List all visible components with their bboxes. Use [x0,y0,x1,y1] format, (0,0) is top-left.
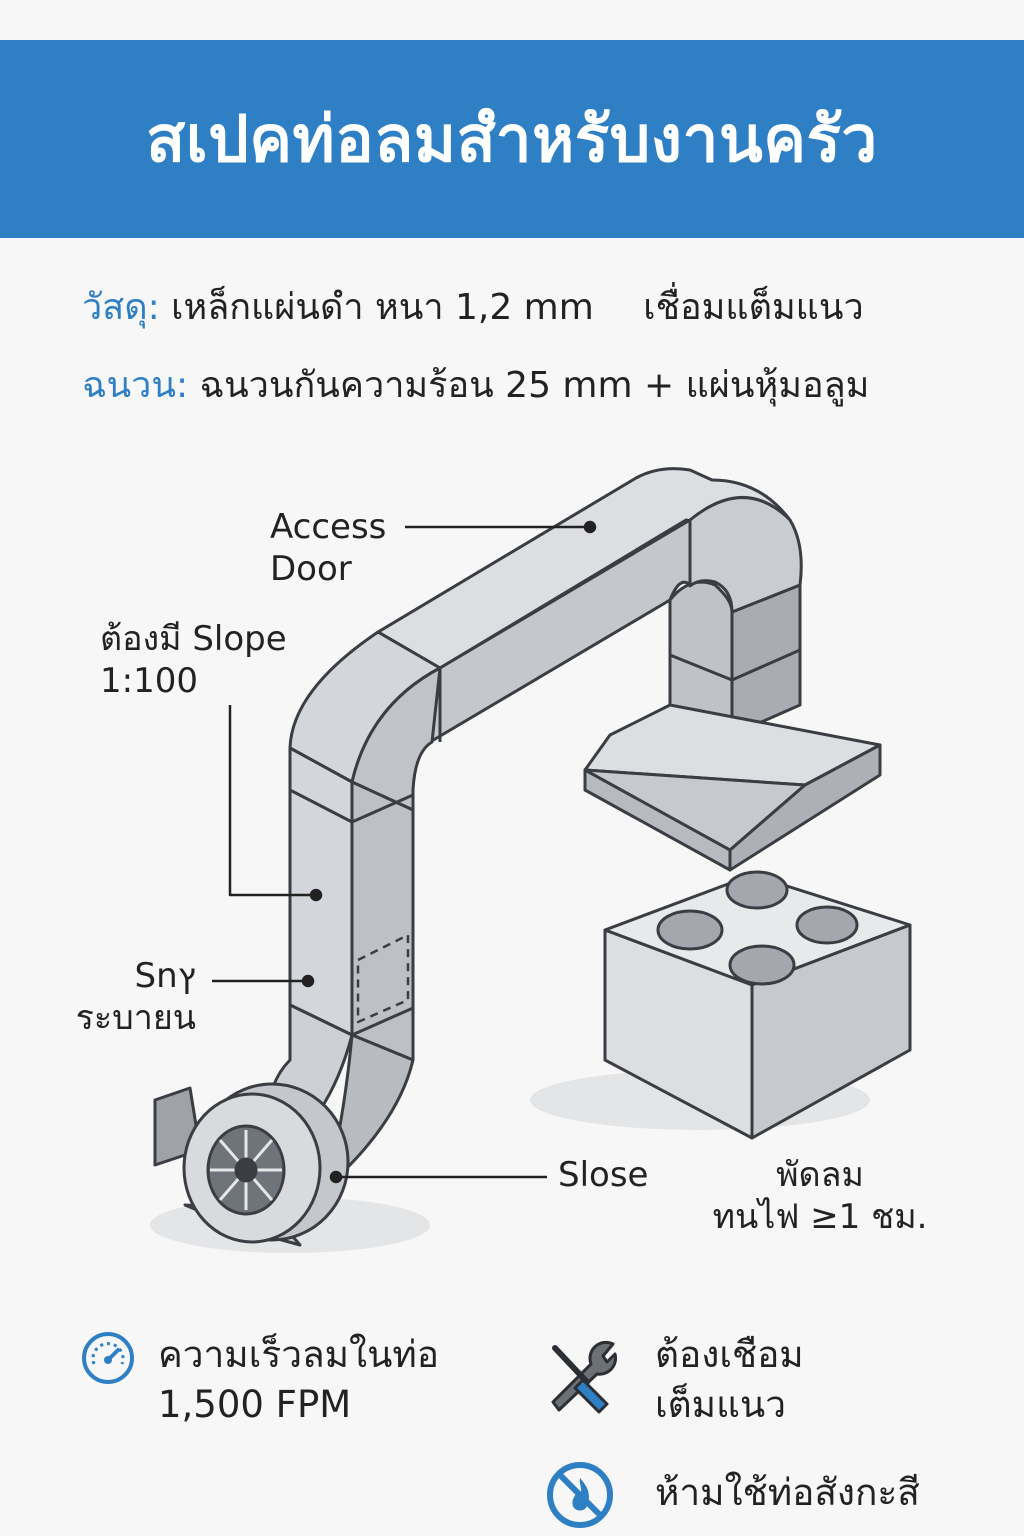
seam [669,653,733,682]
spec-insulation: ฉนวน: ฉนวนกันความร้อน 25 mm + แผ่นหุ้มอล… [82,356,869,413]
spec-material-key: วัสดุ: [82,287,160,328]
riser-front [350,780,415,1062]
title-banner: สเปคท่อลมสำหรับงานครัว [0,40,1024,238]
spec-insulation-value: ฉนวนกันความร้อน 25 mm + แผ่นหุ้มอลูม [199,365,870,406]
left-elbow-front [350,666,442,812]
leader-dot [309,888,323,902]
burner [795,905,859,945]
seam [289,788,353,824]
seam [351,793,414,824]
elbow-right-front [688,496,803,614]
leader-dot [583,520,597,534]
hood-skirt-right [728,743,882,872]
feature-velocity-line1: ความเร็วลมในท่อ [158,1333,440,1376]
page-title: สเปคท่อลมสำหรับงานครัว [146,103,878,177]
label-slose: Slose [558,1155,649,1195]
feature-weld-line1: ต้องเชือม [655,1333,804,1376]
leader-slope [228,705,312,897]
wrench-screwdriver-icon [551,1340,618,1414]
seam [731,648,801,682]
spec-material-value: เหล็กแผ่นดำ หนา 1,2 mm [171,287,594,328]
access-door-panel [356,933,410,1024]
blower-fan [153,1082,350,1247]
speedometer-icon [82,1332,134,1384]
burner [656,909,724,951]
leader-dot [301,974,315,988]
duct-diagram [150,467,912,1253]
spec-insulation-key: ฉนวน: [82,365,189,406]
burner [725,870,789,910]
hood-lip [583,768,732,872]
label-access-door: Access Door [270,507,387,589]
feature-weld-line2: เต็มแนว [655,1383,786,1426]
seam [351,1006,414,1037]
label-drain: Snץ ระบายน [75,956,196,1038]
feature-velocity-line2: 1,500 FPM [158,1383,352,1426]
stove-side [750,923,912,1140]
spec-material: วัสดุ: เหล็กแผ่นดำ หนา 1,2 mm เชื่อมแต็ม… [82,278,864,335]
burner [728,944,796,986]
no-fire-icon [547,1462,613,1528]
exhaust-hood [583,703,882,872]
label-fan: พัดลม ทนไฟ ≥1 ชม. [712,1155,928,1237]
leader-dot [329,1170,343,1184]
feature-no-galvanized-text: ห้ามใช้ท่อสังกะสี [655,1471,920,1514]
fan-hub [234,1157,258,1183]
spec-material-extra: เชื่อมแต็มแนว [643,287,864,328]
label-slope: ต้องมี Slope 1:100 [100,619,287,701]
stove [603,870,912,1140]
